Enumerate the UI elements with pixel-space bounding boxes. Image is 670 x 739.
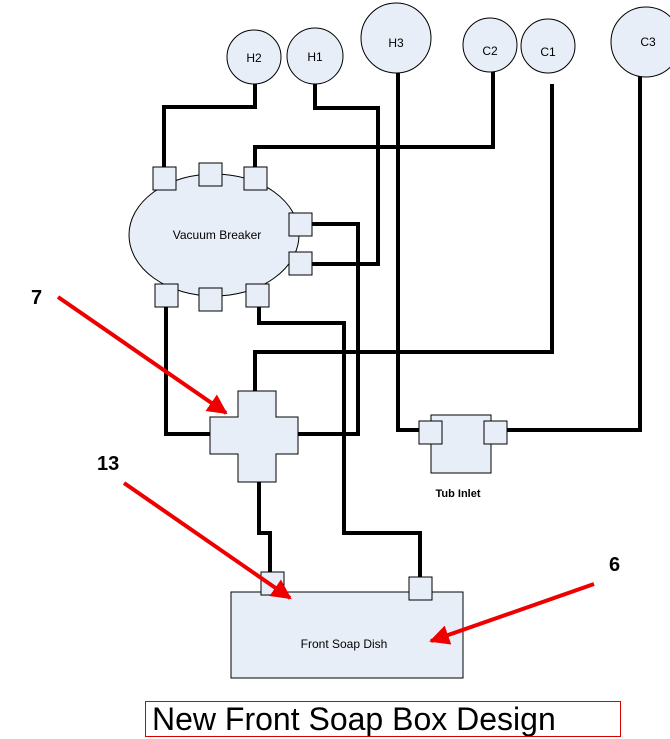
tub-inlet-label: Tub Inlet xyxy=(435,488,480,500)
supply-c1-circle xyxy=(520,18,576,74)
front-soap-dish-port-right xyxy=(408,576,433,601)
pipe-c1-to-cross xyxy=(253,84,554,414)
vacuum-breaker: Vacuum Breaker xyxy=(128,162,313,312)
supply-c2-circle xyxy=(462,17,518,73)
callout-6-arrow xyxy=(429,582,595,645)
supply-h1-circle xyxy=(286,27,344,85)
pipe-c3-to-tub-inlet xyxy=(506,76,642,432)
vacuum-breaker-port-top-middle xyxy=(198,162,223,187)
supply-h1: H1 xyxy=(286,27,344,85)
pipe-h1-to-vacuum-breaker xyxy=(310,84,380,266)
pipes xyxy=(162,68,642,580)
callout-13: 13 xyxy=(97,453,292,600)
pipe-h3-to-tub-inlet xyxy=(396,70,421,432)
supply-c2-label: C2 xyxy=(482,44,498,58)
callout-13-arrow xyxy=(122,481,292,600)
callout-13-label: 13 xyxy=(97,453,119,475)
supply-c3-circle xyxy=(610,6,670,78)
pipe-vacuum-breaker-to-cross xyxy=(297,222,360,436)
supply-c3-label: C3 xyxy=(640,35,656,49)
cross-fitting xyxy=(209,390,299,483)
pipe-vacuum-breaker-to-cross-left xyxy=(164,304,210,436)
tub-inlet: Tub Inlet xyxy=(418,414,508,500)
front-soap-dish-body xyxy=(230,591,464,679)
callout-7: 7 xyxy=(31,287,228,415)
supply-c1-label: C1 xyxy=(540,45,556,59)
supply-c2: C2 xyxy=(462,17,518,73)
vacuum-breaker-port-bottom-middle xyxy=(198,287,223,312)
pipe-h2-to-vacuum-breaker xyxy=(162,84,257,172)
callout-6-label: 6 xyxy=(609,554,620,576)
vacuum-breaker-port-right-upper xyxy=(288,212,313,237)
supply-h3-label: H3 xyxy=(388,36,404,50)
pipe-cross-to-soap-dish xyxy=(257,478,272,575)
tub-inlet-port-left xyxy=(418,420,443,445)
vacuum-breaker-port-top-left xyxy=(152,166,177,191)
vacuum-breaker-port-bottom-right xyxy=(245,283,270,308)
vacuum-breaker-port-right-lower xyxy=(288,251,313,276)
supply-h2: H2 xyxy=(226,29,282,85)
callout-6: 6 xyxy=(429,554,620,645)
front-soap-dish-label: Front Soap Dish xyxy=(301,637,388,651)
supply-c1: C1 xyxy=(520,18,576,74)
callout-7-label: 7 xyxy=(31,287,42,309)
pipe-vacuum-breaker-to-soap-dish xyxy=(257,304,422,580)
front-soap-dish: Front Soap Dish xyxy=(230,571,464,679)
supply-h3: H3 xyxy=(360,2,432,74)
supply-h1-label: H1 xyxy=(307,50,323,64)
pipe-c2-to-vacuum-breaker xyxy=(253,68,495,172)
diagram-caption: New Front Soap Box Design xyxy=(145,701,621,737)
callout-7-arrow xyxy=(56,295,228,415)
supply-h3-circle xyxy=(360,2,432,74)
vacuum-breaker-port-bottom-left xyxy=(154,283,179,308)
supply-h2-label: H2 xyxy=(246,51,262,65)
tub-inlet-port-right xyxy=(483,420,508,445)
supply-c3: C3 xyxy=(610,6,670,78)
supply-h2-circle xyxy=(226,29,282,85)
vacuum-breaker-label: Vacuum Breaker xyxy=(173,228,261,242)
cross-fitting-body xyxy=(209,390,299,483)
vacuum-breaker-port-top-right xyxy=(243,166,268,191)
